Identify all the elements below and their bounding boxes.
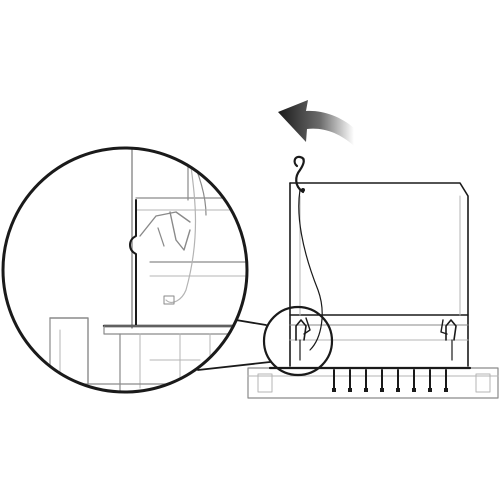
leader-line bbox=[235, 319, 267, 326]
spring-clip-icon bbox=[295, 317, 311, 361]
rail-slot-foot bbox=[364, 388, 368, 392]
rail-slot-foot bbox=[380, 388, 384, 392]
s-hook-icon bbox=[293, 155, 305, 194]
rail-slot-foot bbox=[396, 388, 400, 392]
detail-magnifier-circle bbox=[1, 146, 249, 394]
detail-reference-circle bbox=[262, 305, 334, 377]
curved-arrow-icon bbox=[278, 100, 354, 146]
safety-wire bbox=[298, 189, 323, 351]
rail-slots bbox=[332, 369, 448, 392]
rail-slot-foot bbox=[428, 388, 432, 392]
ceiling-rail bbox=[247, 366, 499, 399]
magnified-detail bbox=[3, 148, 247, 392]
fixture-housing bbox=[289, 182, 469, 367]
leader-line bbox=[197, 361, 271, 371]
rail-slot-foot bbox=[412, 388, 416, 392]
rail-slot-foot bbox=[444, 388, 448, 392]
spring-clip-icon bbox=[440, 319, 457, 361]
rail-slot-foot bbox=[348, 388, 352, 392]
rail-slot-foot bbox=[332, 388, 336, 392]
